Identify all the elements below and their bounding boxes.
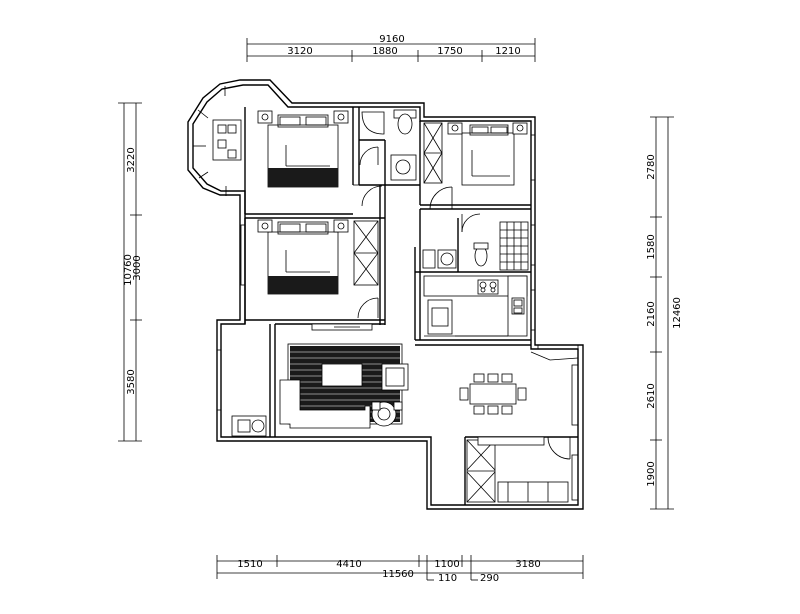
dim-right-total: 12460	[672, 297, 683, 329]
window	[530, 224, 536, 266]
wash-basin	[390, 154, 417, 181]
bed-cover	[268, 168, 338, 187]
nightstand	[512, 122, 528, 135]
dim-top-total: 9160	[379, 34, 404, 45]
dim-right-5: 1900	[646, 461, 657, 486]
dimension-top: 9160 3120 1880 1750 1210	[246, 34, 536, 62]
bathroom-1	[359, 109, 417, 181]
dim-bottom-3: 1100	[434, 559, 459, 570]
bay-window-seat	[212, 119, 242, 161]
dim-top-2: 1880	[372, 46, 397, 57]
nightstand	[447, 122, 463, 135]
doors	[216, 134, 579, 411]
window	[571, 364, 579, 426]
dim-top-4: 1210	[495, 46, 520, 57]
dim-bottom-2: 4410	[336, 559, 361, 570]
nightstand	[257, 110, 273, 124]
dim-left-1: 3220	[126, 147, 137, 172]
dim-bottom-1: 1510	[237, 559, 262, 570]
exterior-walls	[187, 79, 584, 510]
bathroom-2	[422, 213, 529, 271]
dim-left-2: 3000	[132, 255, 143, 280]
living-room	[279, 326, 409, 429]
kitchen	[423, 275, 528, 337]
dimension-left: 10760 3220 3000 3580	[118, 102, 143, 442]
grid-pattern	[500, 222, 528, 270]
sofa	[279, 379, 371, 429]
shower-tray	[361, 111, 385, 135]
dim-right-1: 2780	[646, 154, 657, 179]
window	[530, 289, 536, 331]
dim-bottom-sub-2: 290	[480, 573, 499, 584]
third-bedroom	[257, 185, 383, 331]
window	[240, 224, 246, 286]
dim-right-3: 2160	[646, 301, 657, 326]
dim-bottom-4: 3180	[515, 559, 540, 570]
toilet	[397, 113, 413, 135]
dining-area	[459, 373, 527, 415]
window	[530, 134, 536, 181]
dimension-bottom: 1510 4410 1100 3180 11560 110 290	[216, 555, 584, 584]
dim-right-2: 1580	[646, 234, 657, 259]
dim-bottom-sub-1: 110	[438, 573, 457, 584]
dim-right-4: 2610	[646, 383, 657, 408]
nightstand	[333, 110, 349, 124]
second-bedroom	[423, 122, 528, 210]
master-bedroom	[257, 110, 349, 188]
coffee-table	[321, 363, 363, 387]
stove	[477, 279, 499, 295]
dimension-right: 2780 1580 2160 2610 1900 12460	[646, 116, 683, 510]
dim-top-3: 1750	[437, 46, 462, 57]
desk	[497, 481, 569, 503]
dim-bottom-total: 11560	[382, 569, 414, 580]
balcony	[231, 415, 267, 437]
window	[216, 349, 222, 411]
double-bed	[461, 132, 515, 186]
window	[571, 454, 579, 501]
dining-table	[469, 383, 517, 405]
laundry-basin	[231, 415, 267, 437]
dim-left-total: 10760	[123, 254, 134, 286]
study-room	[466, 364, 579, 503]
dim-top-1: 3120	[287, 46, 312, 57]
dim-left-3: 3580	[126, 369, 137, 394]
